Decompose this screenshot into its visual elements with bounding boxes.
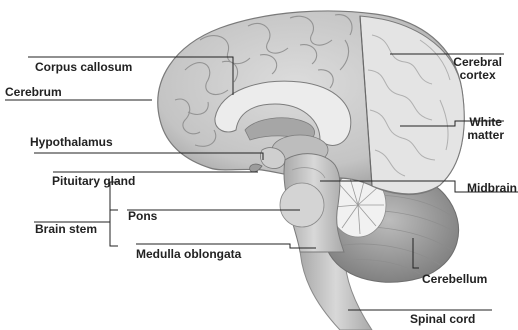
pituitary-gland-shape	[250, 164, 262, 172]
pons-shape	[280, 183, 324, 227]
pituitary-gland-label: Pituitary gland	[52, 175, 135, 188]
medulla-oblongata-label: Medulla oblongata	[136, 248, 241, 261]
pons-label: Pons	[128, 210, 157, 223]
cerebral-cortex-line2: cortex	[453, 69, 502, 82]
spinal-cord-label: Spinal cord	[410, 313, 475, 326]
hypothalamus-label: Hypothalamus	[30, 136, 113, 149]
cortex-section	[360, 16, 464, 194]
brain-stem-label: Brain stem	[35, 223, 97, 236]
midbrain-label: Midbrain	[467, 182, 517, 195]
cerebral-cortex-label: Cerebral cortex	[453, 56, 502, 82]
brain-stem-bracket	[110, 182, 118, 246]
cerebrum-label: Cerebrum	[5, 86, 62, 99]
white-matter-label: White matter	[467, 116, 504, 142]
white-matter-line2: matter	[467, 129, 504, 142]
cerebellum-label: Cerebellum	[422, 273, 487, 286]
corpus-callosum-label: Corpus callosum	[35, 61, 132, 74]
